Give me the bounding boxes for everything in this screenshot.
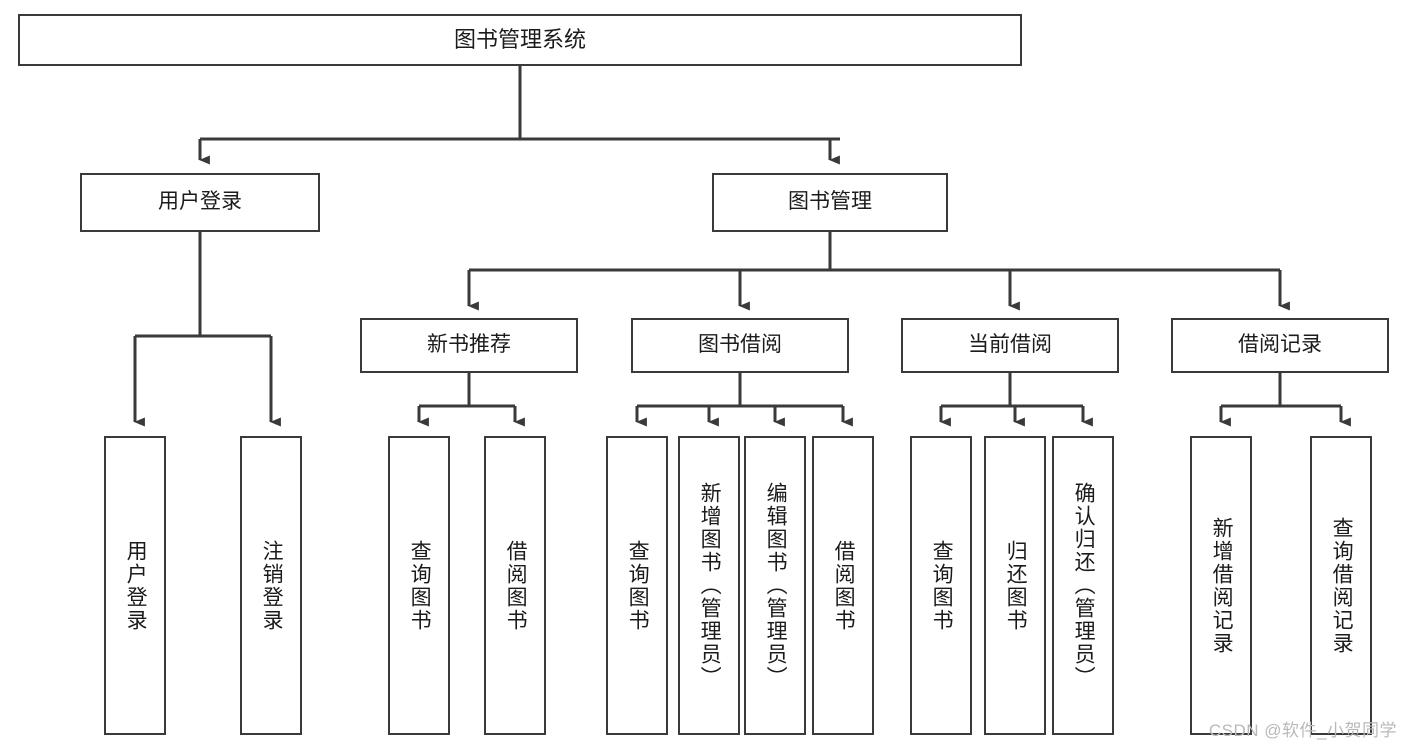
leaf-borrow-book-label: 借阅图书 (832, 539, 856, 632)
node-new-book-recommend[interactable]: 新书推荐 (360, 318, 578, 373)
leaf-user-login[interactable]: 用户登录 (104, 436, 166, 735)
leaf-query-book-borrow[interactable]: 查询图书 (606, 436, 668, 735)
leaf-add-borrow-record-label: 新增借阅记录 (1210, 516, 1234, 655)
node-book-borrow[interactable]: 图书借阅 (631, 318, 849, 373)
node-user-login[interactable]: 用户登录 (80, 173, 320, 232)
node-book-management[interactable]: 图书管理 (712, 173, 948, 232)
leaf-borrow-book-recommend[interactable]: 借阅图书 (484, 436, 546, 735)
leaf-query-book-current[interactable]: 查询图书 (910, 436, 972, 735)
leaf-add-borrow-record[interactable]: 新增借阅记录 (1190, 436, 1252, 735)
watermark: CSDN @软件_小贺同学 (1208, 721, 1397, 740)
leaf-logout[interactable]: 注销登录 (240, 436, 302, 735)
node-book-borrow-label: 图书借阅 (698, 333, 782, 357)
leaf-query-borrow-record-label: 查询借阅记录 (1330, 516, 1354, 655)
leaf-query-borrow-record[interactable]: 查询借阅记录 (1310, 436, 1372, 735)
node-borrow-record-label: 借阅记录 (1238, 333, 1322, 357)
node-new-book-recommend-label: 新书推荐 (427, 333, 511, 357)
leaf-confirm-return-admin-label: 确认归还（管理员） (1072, 482, 1096, 689)
leaf-logout-label: 注销登录 (260, 539, 284, 632)
leaf-edit-book-admin-label: 编辑图书（管理员） (764, 482, 788, 689)
node-current-borrow[interactable]: 当前借阅 (901, 318, 1119, 373)
leaf-add-book-admin-label: 新增图书（管理员） (698, 482, 722, 689)
node-current-borrow-label: 当前借阅 (968, 333, 1052, 357)
node-user-login-label: 用户登录 (158, 190, 242, 214)
leaf-return-book[interactable]: 归还图书 (984, 436, 1046, 735)
leaf-add-book-admin[interactable]: 新增图书（管理员） (678, 436, 740, 735)
node-root[interactable]: 图书管理系统 (18, 14, 1022, 66)
leaf-borrow-book[interactable]: 借阅图书 (812, 436, 874, 735)
leaf-return-book-label: 归还图书 (1004, 539, 1028, 632)
leaf-query-book-borrow-label: 查询图书 (626, 539, 650, 632)
node-book-management-label: 图书管理 (788, 190, 872, 214)
node-borrow-record[interactable]: 借阅记录 (1171, 318, 1389, 373)
leaf-query-book-current-label: 查询图书 (930, 539, 954, 632)
leaf-user-login-label: 用户登录 (124, 539, 148, 632)
node-root-label: 图书管理系统 (453, 27, 586, 53)
leaf-confirm-return-admin[interactable]: 确认归还（管理员） (1052, 436, 1114, 735)
leaf-borrow-book-recommend-label: 借阅图书 (504, 539, 528, 632)
leaf-query-book-recommend[interactable]: 查询图书 (388, 436, 450, 735)
leaf-query-book-recommend-label: 查询图书 (408, 539, 432, 632)
leaf-edit-book-admin[interactable]: 编辑图书（管理员） (744, 436, 806, 735)
